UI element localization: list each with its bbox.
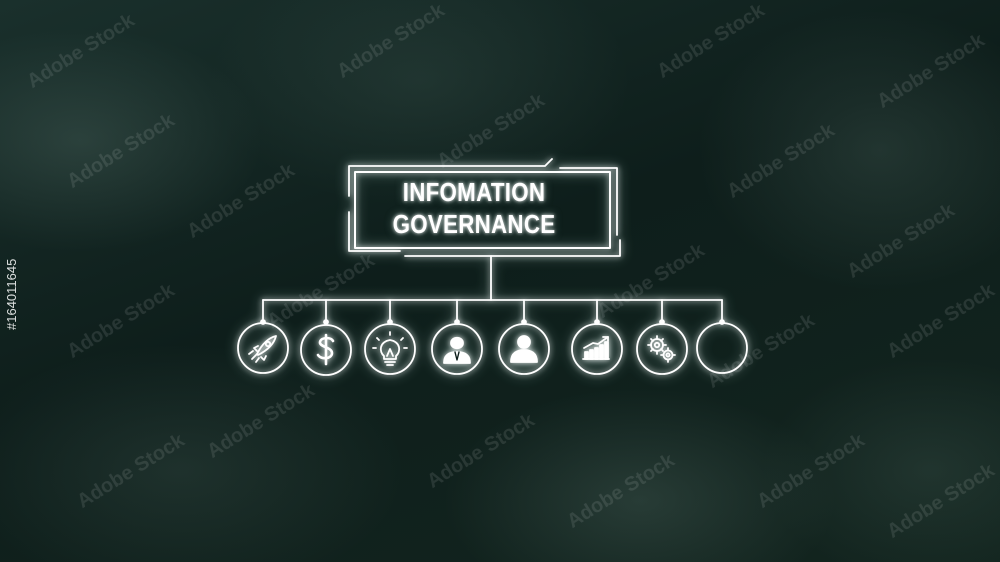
gears-icon bbox=[647, 335, 676, 363]
node-businessman bbox=[431, 319, 483, 375]
diagram-title: INFOMATION GOVERNANCE bbox=[372, 176, 577, 240]
node-growth-chart bbox=[571, 319, 623, 375]
node-gears bbox=[636, 319, 688, 375]
node-user bbox=[498, 319, 550, 375]
user-icon bbox=[510, 335, 538, 363]
dollar-icon bbox=[316, 333, 335, 366]
lightbulb-icon bbox=[372, 331, 408, 366]
growth-chart-icon bbox=[582, 336, 610, 360]
businessman-icon bbox=[443, 336, 471, 364]
title-frame bbox=[348, 158, 621, 257]
title-line-1: INFOMATION bbox=[402, 177, 546, 207]
title-line-2: GOVERNANCE bbox=[392, 209, 556, 239]
node-dollar bbox=[300, 319, 352, 376]
connector-lines bbox=[262, 255, 723, 323]
node-empty bbox=[696, 319, 748, 374]
node-rocket bbox=[237, 319, 289, 374]
rocket-icon bbox=[248, 335, 277, 363]
node-lightbulb bbox=[364, 319, 416, 375]
